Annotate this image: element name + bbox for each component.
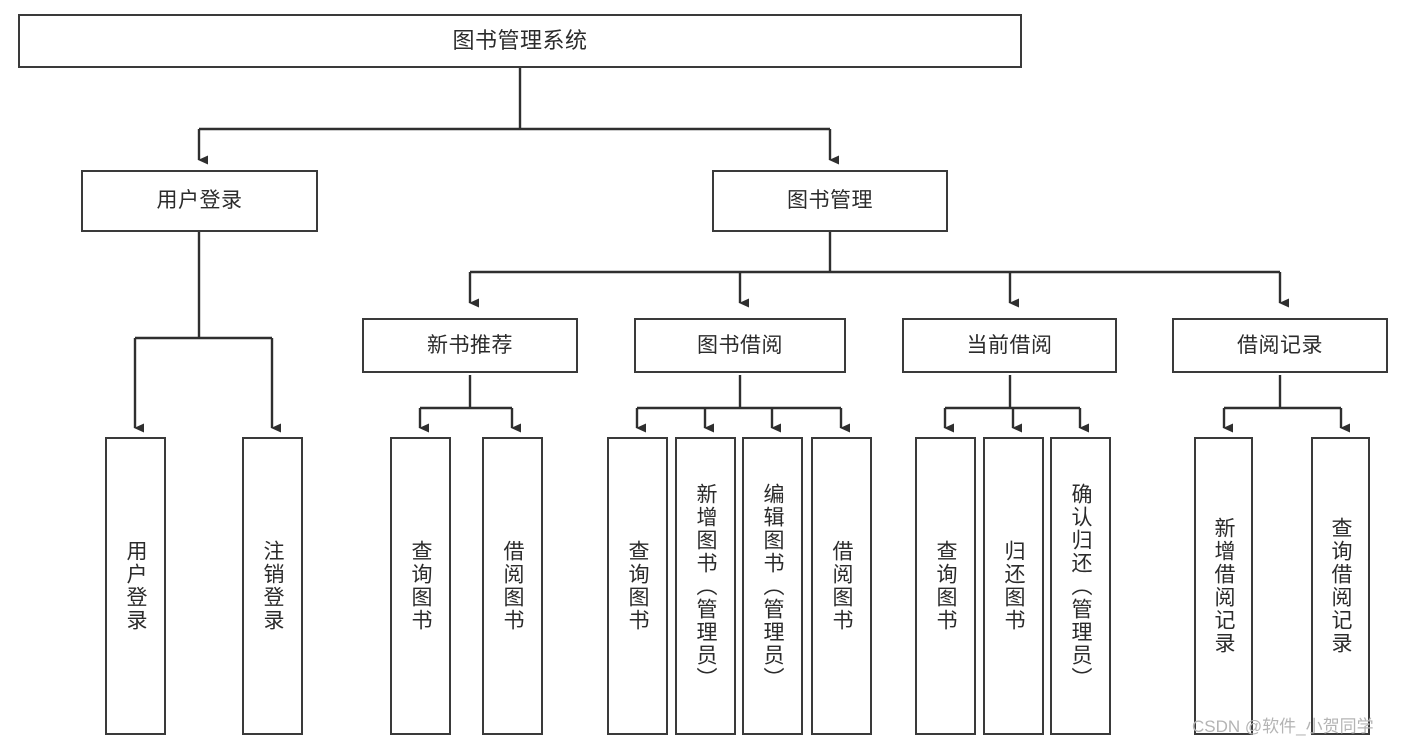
leaf-current-return-book[interactable]: 归还图书	[983, 437, 1044, 735]
node-label: 借阅记录	[1237, 333, 1323, 357]
node-label: 查询图书	[626, 540, 649, 632]
node-label: 用户登录	[124, 540, 147, 632]
node-book-management[interactable]: 图书管理	[712, 170, 948, 232]
node-new-book-recommend[interactable]: 新书推荐	[362, 318, 578, 373]
node-user-login[interactable]: 用户登录	[81, 170, 318, 232]
node-label: 新增图书（管理员）	[694, 482, 717, 690]
node-root-system[interactable]: 图书管理系统	[18, 14, 1022, 68]
leaf-record-add-record[interactable]: 新增借阅记录	[1194, 437, 1253, 735]
node-label: 借阅图书	[830, 540, 853, 632]
node-label: 用户登录	[156, 189, 243, 213]
leaf-current-query-book[interactable]: 查询图书	[915, 437, 976, 735]
leaf-borrow-add-book-admin[interactable]: 新增图书（管理员）	[675, 437, 736, 735]
leaf-current-confirm-return-admin[interactable]: 确认归还（管理员）	[1050, 437, 1111, 735]
node-borrow-record[interactable]: 借阅记录	[1172, 318, 1388, 373]
node-current-borrow[interactable]: 当前借阅	[902, 318, 1117, 373]
node-label: 查询借阅记录	[1329, 517, 1352, 655]
node-label: 查询图书	[934, 540, 957, 632]
node-label: 新书推荐	[427, 333, 513, 357]
node-label: 图书管理系统	[452, 27, 588, 53]
leaf-recommend-borrow-book[interactable]: 借阅图书	[482, 437, 543, 735]
node-label: 注销登录	[261, 540, 284, 632]
node-book-borrow[interactable]: 图书借阅	[634, 318, 846, 373]
node-label: 图书借阅	[697, 333, 783, 357]
node-label: 图书管理	[787, 189, 873, 213]
leaf-user-login-login[interactable]: 用户登录	[105, 437, 166, 735]
leaf-borrow-edit-book-admin[interactable]: 编辑图书（管理员）	[742, 437, 803, 735]
node-label: 借阅图书	[501, 540, 524, 632]
node-label: 编辑图书（管理员）	[761, 482, 784, 690]
node-label: 当前借阅	[966, 333, 1053, 357]
node-label: 确认归还（管理员）	[1069, 482, 1092, 690]
node-label: 新增借阅记录	[1212, 517, 1235, 655]
node-label: 查询图书	[409, 540, 432, 632]
leaf-user-login-logout[interactable]: 注销登录	[242, 437, 303, 735]
node-label: 归还图书	[1002, 540, 1025, 632]
leaf-borrow-borrow-book[interactable]: 借阅图书	[811, 437, 872, 735]
leaf-borrow-query-book[interactable]: 查询图书	[607, 437, 668, 735]
leaf-recommend-query-book[interactable]: 查询图书	[390, 437, 451, 735]
leaf-record-query-record[interactable]: 查询借阅记录	[1311, 437, 1370, 735]
